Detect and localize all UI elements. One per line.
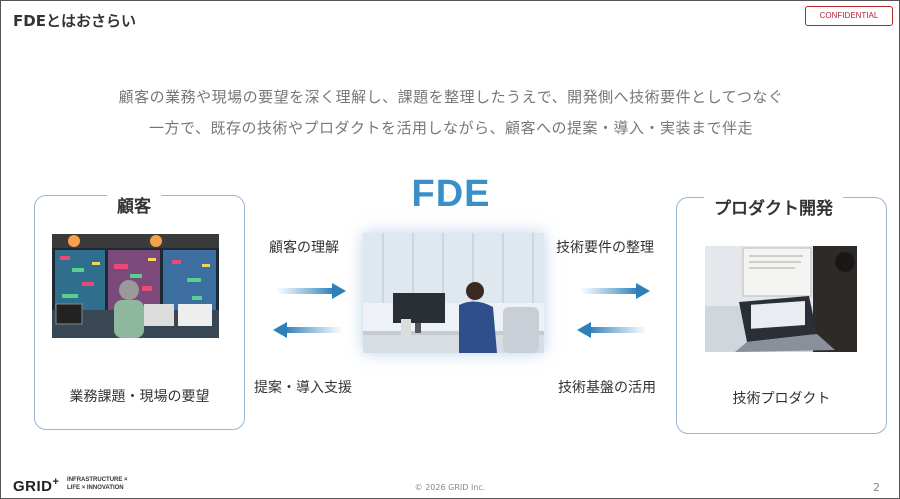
flow-label-left-bottom: 提案・導入支援: [254, 380, 352, 396]
arrow-left-icon: [577, 322, 647, 338]
product-caption: 技術プロダクト: [732, 391, 831, 407]
copyright: © 2026 GRID Inc.: [414, 483, 486, 492]
laptop-image: [705, 246, 857, 352]
customer-caption: 業務課題・現場の要望: [69, 389, 210, 405]
slide-title: FDEとはおさらい: [13, 12, 136, 30]
intro-line-1: 顧客の業務や現場の要望を深く理解し、課題を整理したうえで、開発側へ技術要件として…: [118, 88, 784, 106]
control-room-image: [52, 234, 219, 338]
office-worker-image: [363, 233, 544, 353]
customer-title: 顧客: [107, 192, 161, 217]
product-title: プロダクト開発: [704, 194, 843, 219]
logo-tagline-1: INFRASTRUCTURE ×: [67, 477, 128, 483]
grid-logo: GRID+ INFRASTRUCTURE × LIFE × INNOVATION: [13, 476, 128, 495]
fde-photo: [363, 233, 544, 353]
logo-text: GRID: [13, 478, 53, 495]
logo-plus: +: [52, 476, 59, 488]
customer-box: 顧客 業務課題・現場の要望: [34, 192, 245, 430]
flow-label-right-bottom: 技術基盤の活用: [558, 380, 656, 396]
arrow-right-icon: [580, 283, 650, 299]
flow-label-right-top: 技術要件の整理: [556, 240, 654, 256]
confidential-badge: CONFIDENTIAL: [805, 6, 893, 26]
flow-label-left-top: 顧客の理解: [269, 240, 339, 256]
page-number: 2: [873, 481, 880, 494]
arrow-right-icon: [276, 283, 346, 299]
laptop-photo: [705, 246, 857, 352]
logo-tagline-2: LIFE × INNOVATION: [67, 485, 124, 491]
arrow-left-icon: [273, 322, 343, 338]
fde-title: FDE: [411, 173, 491, 215]
product-box: プロダクト開発 技術プロダクト: [676, 194, 887, 434]
intro-line-2: 一方で、既存の技術やプロダクトを活用しながら、顧客への提案・導入・実装まで伴走: [149, 119, 753, 137]
control-room-photo: [52, 234, 219, 338]
